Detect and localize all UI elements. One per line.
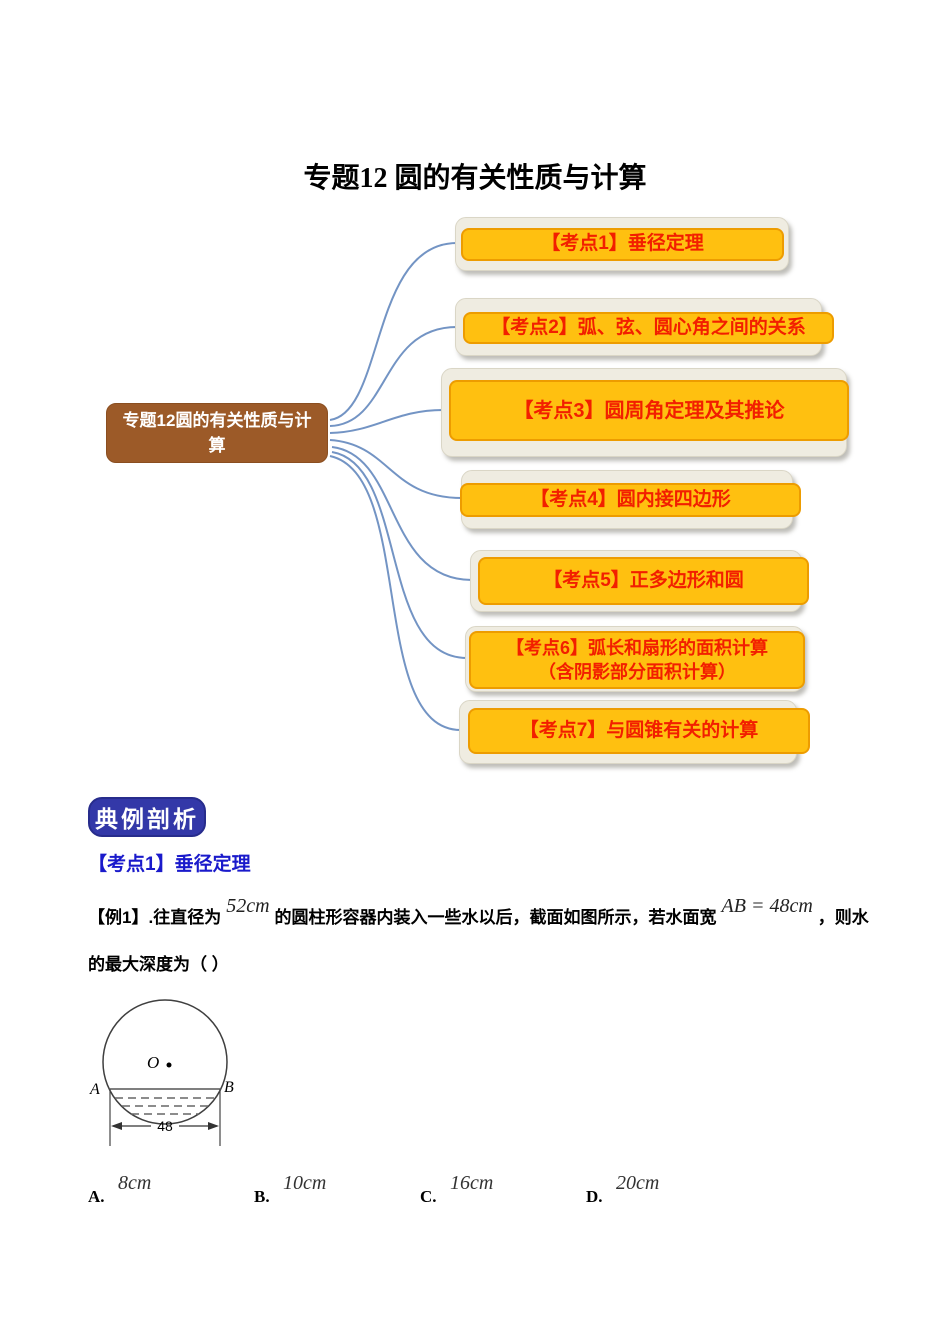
mindmap-root-node: 专题12圆的有关性质与计算 <box>106 403 328 463</box>
mindmap-root-label: 专题12圆的有关性质与计算 <box>122 410 312 456</box>
mindmap-node-6: 【考点6】弧长和扇形的面积计算 （含阴影部分面积计算） <box>465 626 805 692</box>
mindmap-node-7-plate: 【考点7】与圆锥有关的计算 <box>468 708 810 754</box>
point-b-label: B <box>224 1079 234 1096</box>
math-diameter: 52cm <box>226 895 270 917</box>
example-label: 【例1】 <box>88 908 149 927</box>
mindmap-node-2-plate: 【考点2】弧、弦、圆心角之间的关系 <box>463 312 834 344</box>
mindmap-node-6-label2: （含阴影部分面积计算） <box>538 662 736 682</box>
mindmap-node-7-label: 【考点7】与圆锥有关的计算 <box>519 719 759 741</box>
point-a-label: A <box>89 1081 100 1098</box>
option-d-value: 20cm <box>615 1172 660 1194</box>
mindmap-node-1-plate: 【考点1】垂径定理 <box>461 228 784 261</box>
mindmap-node-4-label: 【考点4】圆内接四边形 <box>530 488 731 510</box>
mindmap-node-2-label: 【考点2】弧、弦、圆心角之间的关系 <box>491 316 806 338</box>
mindmap-node-6-plate: 【考点6】弧长和扇形的面积计算 （含阴影部分面积计算） <box>469 631 805 689</box>
arrowhead-right <box>208 1122 219 1130</box>
mindmap-node-7: 【考点7】与圆锥有关的计算 <box>459 700 810 764</box>
connector-line <box>329 326 458 427</box>
option-c: C. 16cm <box>420 1172 494 1206</box>
option-c-value: 16cm <box>449 1172 494 1194</box>
circle-figure: O A B 48 <box>89 999 234 1146</box>
option-c-letter: C. <box>420 1187 437 1206</box>
option-d: D. 20cm <box>586 1172 660 1206</box>
mindmap-node-2: 【考点2】弧、弦、圆心角之间的关系 <box>455 298 834 356</box>
option-a-value: 8cm <box>117 1172 152 1194</box>
mindmap-node-6-label: 【考点6】弧长和扇形的面积计算 <box>505 637 768 658</box>
mindmap-node-5-plate: 【考点5】正多边形和圆 <box>478 557 809 605</box>
mindmap-node-5: 【考点5】正多边形和圆 <box>470 550 809 612</box>
center-label: O <box>147 1053 159 1072</box>
page-title: 专题12 圆的有关性质与计算 <box>303 163 647 194</box>
mindmap-node-5-label: 【考点5】正多边形和圆 <box>543 569 744 591</box>
connector-line <box>329 455 462 731</box>
connector-line <box>329 242 458 421</box>
mindmap-node-3: 【考点3】圆周角定理及其推论 <box>441 368 849 457</box>
option-b-value: 10cm <box>283 1172 327 1194</box>
option-b-letter: B. <box>254 1187 270 1206</box>
mindmap-node-4-plate: 【考点4】圆内接四边形 <box>460 483 801 517</box>
problem-text-line2: 的最大深度为（ ） <box>88 955 229 974</box>
center-dot <box>166 1062 172 1068</box>
connector-line <box>329 409 444 434</box>
connector-line <box>331 446 473 581</box>
mindmap-node-4: 【考点4】圆内接四边形 <box>460 470 801 529</box>
dim-label: 48 <box>157 1118 173 1134</box>
problem-text-line1: 【例1】.往直径为52cm的圆柱形容器内装入一些水以后，截面如图所示，若水面宽A… <box>88 895 918 929</box>
topic-heading: 【考点1】垂径定理 <box>88 854 251 875</box>
problem-seg3: ，则水 <box>817 908 869 927</box>
mindmap-node-1: 【考点1】垂径定理 <box>455 217 789 271</box>
arrowhead-left <box>111 1122 122 1130</box>
option-a: A. 8cm <box>88 1172 152 1206</box>
connector-line <box>331 451 468 659</box>
mindmap-node-3-label: 【考点3】圆周角定理及其推论 <box>513 399 785 422</box>
circle-outline <box>102 999 228 1125</box>
problem-seg1: .往直径为 <box>148 908 222 927</box>
math-chord: AB = 48cm <box>721 895 813 917</box>
section-badge-label: 典例剖析 <box>95 807 199 832</box>
problem-seg2: 的圆柱形容器内装入一些水以后，截面如图所示，若水面宽 <box>274 908 717 927</box>
mindmap-node-1-label: 【考点1】垂径定理 <box>541 233 704 255</box>
option-b: B. 10cm <box>254 1172 327 1206</box>
section-badge: 典例剖析 <box>88 797 206 837</box>
option-a-letter: A. <box>88 1187 105 1206</box>
mindmap-node-3-plate: 【考点3】圆周角定理及其推论 <box>449 380 849 441</box>
option-d-letter: D. <box>586 1187 603 1206</box>
